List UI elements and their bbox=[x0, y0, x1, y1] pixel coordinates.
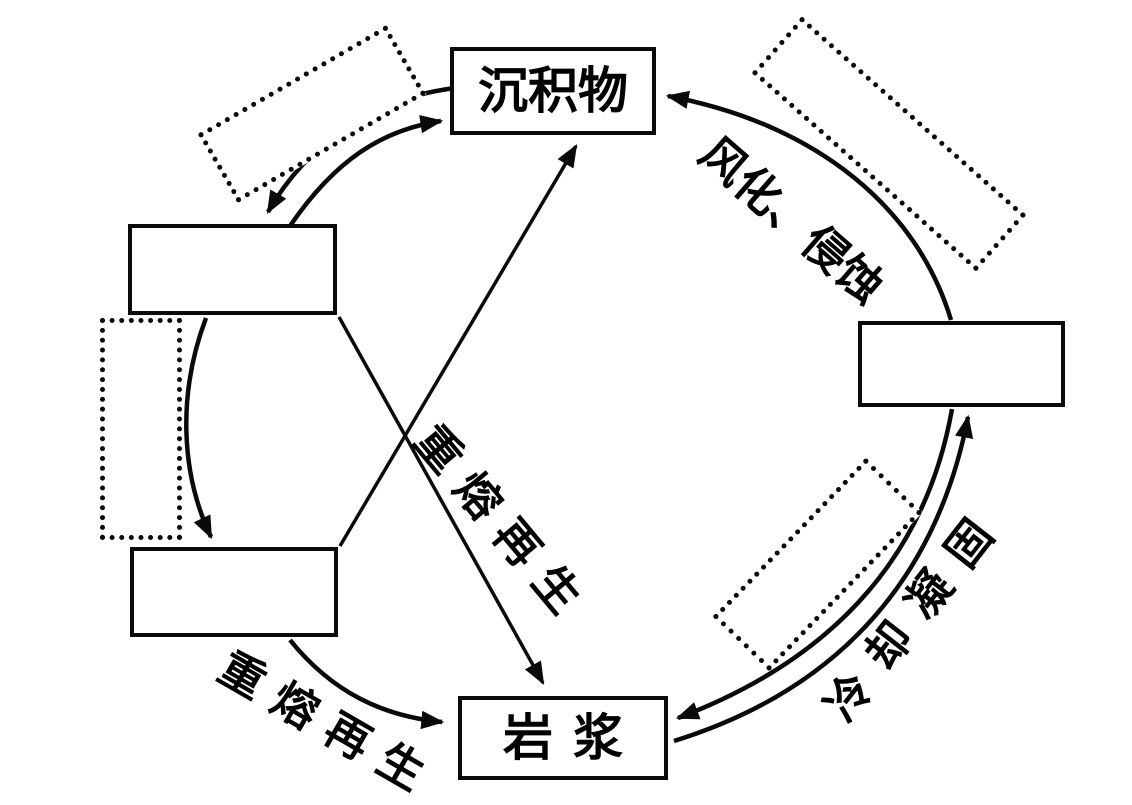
arc-rightbox-to-magma-arrow bbox=[675, 408, 955, 721]
arc-upperleft-to-lowerleft-arrow bbox=[184, 317, 214, 540]
node-blank-right bbox=[858, 321, 1065, 407]
blank-dotted-left bbox=[100, 318, 182, 540]
arc-cooling-solidification-arrow bbox=[673, 414, 974, 744]
arc-lowerleft-to-magma-arrow bbox=[288, 638, 445, 730]
node-blank-lower-left bbox=[130, 547, 338, 637]
arc-weathering-erosion-arrow bbox=[665, 90, 954, 321]
line-lowerleft-to-sediment-arrow bbox=[338, 144, 578, 547]
node-blank-upper-left bbox=[128, 224, 337, 315]
arc-upperleft-to-sediment-arrow bbox=[288, 115, 444, 228]
node-sediment: 沉积物 bbox=[450, 47, 656, 135]
node-magma: 岩浆 bbox=[458, 696, 668, 780]
node-magma-label: 岩浆 bbox=[503, 710, 643, 766]
line-upperleft-to-magma-arrow bbox=[337, 316, 545, 686]
node-sediment-label: 沉积物 bbox=[478, 63, 628, 119]
